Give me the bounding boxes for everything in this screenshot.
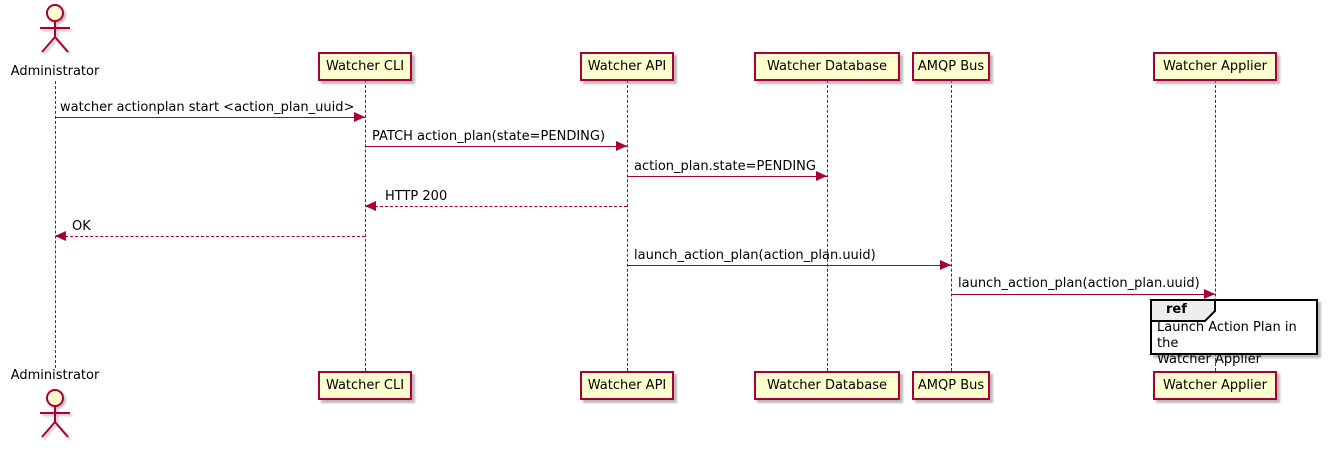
ref-keyword: ref xyxy=(1166,302,1187,317)
actor-label-top: Administrator xyxy=(10,64,100,79)
actor-label-bottom: Administrator xyxy=(10,368,100,383)
lifeline-administrator xyxy=(55,81,56,368)
arrowhead-right-icon xyxy=(354,112,365,122)
arrowhead-left-icon xyxy=(365,201,376,211)
lifeline-watcher-applier xyxy=(1215,80,1216,371)
participant-bottom-watcher-api: Watcher API xyxy=(580,371,674,400)
participant-top-amqp-bus: AMQP Bus xyxy=(912,52,990,81)
participant-top-watcher-cli: Watcher CLI xyxy=(318,52,412,81)
participant-top-watcher-database: Watcher Database xyxy=(754,52,900,81)
participant-bottom-watcher-cli: Watcher CLI xyxy=(318,371,412,400)
message-label: OK xyxy=(72,219,91,234)
arrowhead-left-icon xyxy=(55,231,66,241)
message-label: PATCH action_plan(state=PENDING) xyxy=(372,129,606,144)
participant-bottom-watcher-applier: Watcher Applier xyxy=(1153,371,1277,400)
arrowhead-right-icon xyxy=(940,260,951,270)
message-label: watcher actionplan start <action_plan_uu… xyxy=(60,100,355,115)
participant-top-watcher-applier: Watcher Applier xyxy=(1153,52,1277,81)
message-line xyxy=(55,117,365,118)
message-line xyxy=(365,206,627,207)
message-label: HTTP 200 xyxy=(385,189,448,204)
participant-top-watcher-api: Watcher API xyxy=(580,52,674,81)
lifeline-amqp-bus xyxy=(951,80,952,371)
actor-icon xyxy=(40,389,70,438)
participant-bottom-amqp-bus: AMQP Bus xyxy=(912,371,990,400)
message-line xyxy=(951,294,1215,295)
lifeline-watcher-api xyxy=(627,80,628,371)
lifeline-watcher-cli xyxy=(365,80,366,371)
ref-tab-icon xyxy=(1150,299,1216,322)
message-label: launch_action_plan(action_plan.uuid) xyxy=(634,248,876,263)
ref-text: Launch Action Plan in the Watcher Applie… xyxy=(1157,320,1297,367)
message-line xyxy=(627,265,951,266)
message-label: launch_action_plan(action_plan.uuid) xyxy=(958,276,1200,291)
arrowhead-right-icon xyxy=(1204,289,1215,299)
ref-fragment: ref Launch Action Plan in the Watcher Ap… xyxy=(1150,299,1318,367)
message-line xyxy=(627,176,827,177)
arrowhead-right-icon xyxy=(616,141,627,151)
lifeline-watcher-database xyxy=(827,80,828,371)
message-label: action_plan.state=PENDING xyxy=(634,159,816,174)
participant-bottom-watcher-database: Watcher Database xyxy=(754,371,900,400)
arrowhead-right-icon xyxy=(816,171,827,181)
actor-icon xyxy=(40,4,70,53)
message-line xyxy=(55,236,365,237)
message-line xyxy=(365,146,627,147)
